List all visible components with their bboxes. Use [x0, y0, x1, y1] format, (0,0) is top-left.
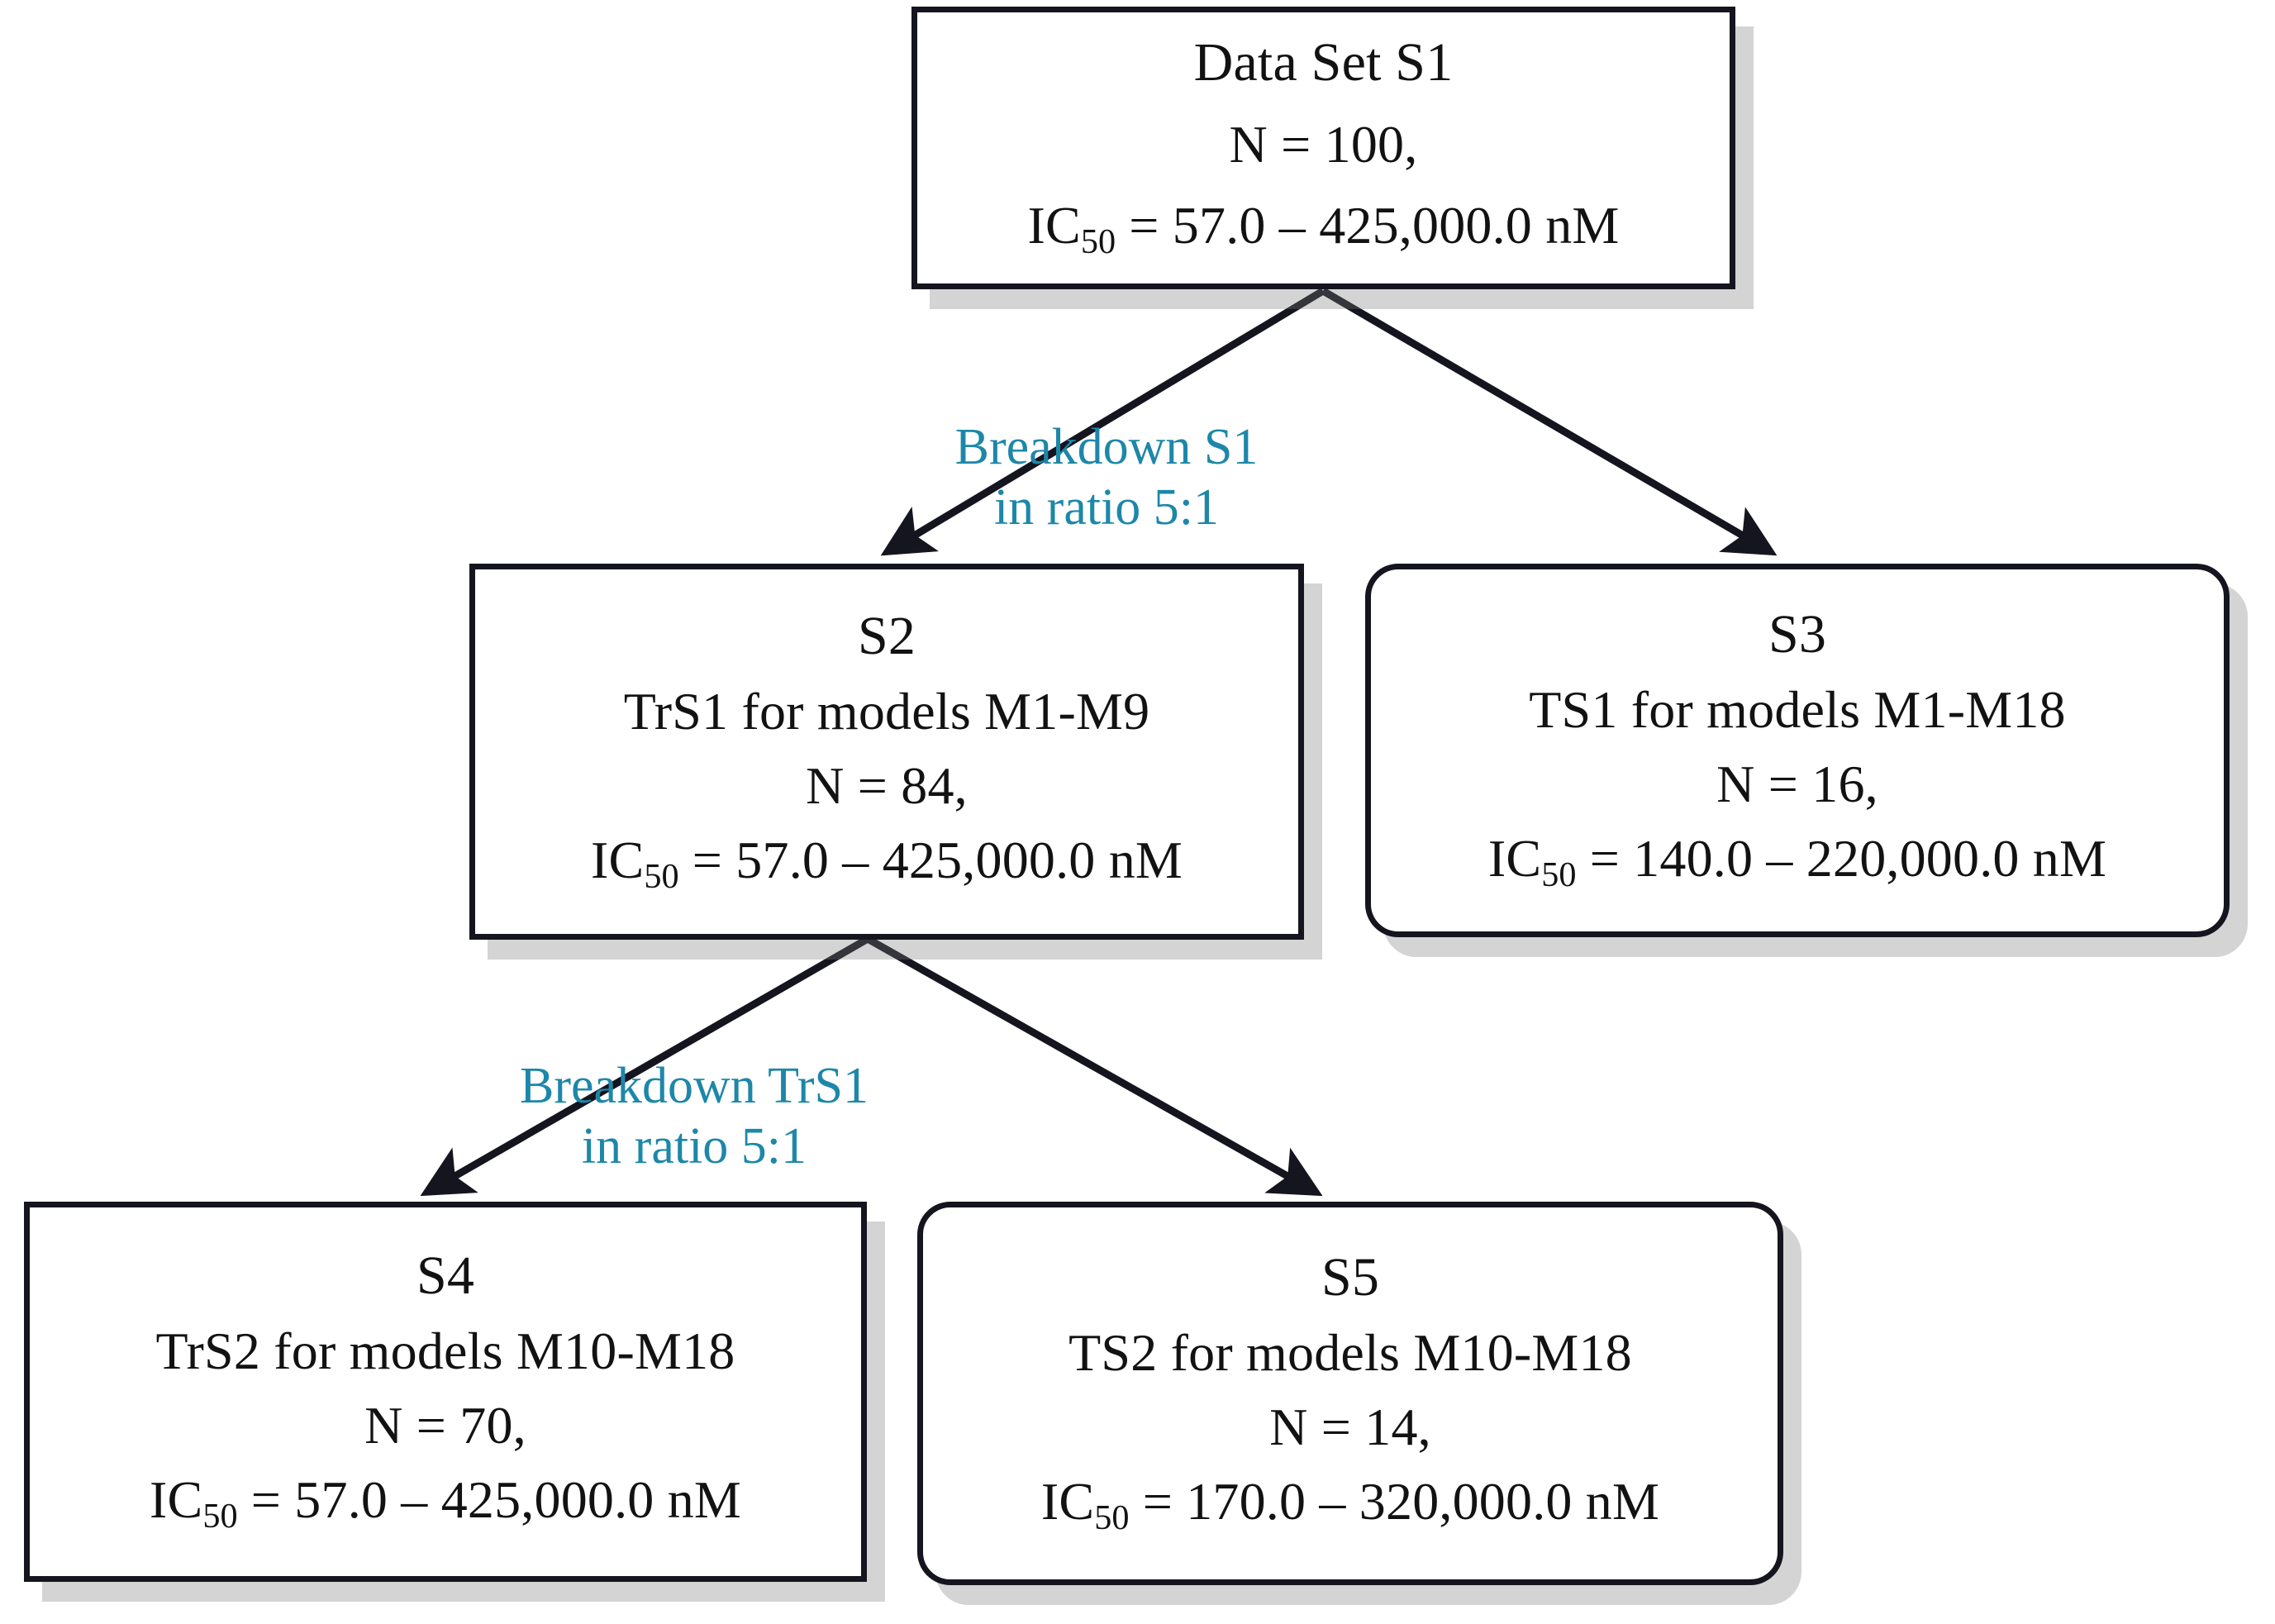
node-s2-role: TrS1 for models M1-M9	[623, 681, 1150, 741]
node-s2-count: N = 84,	[806, 755, 968, 815]
node-s3-ic50: IC50 = 140.0 – 220,000.0 nM	[1488, 832, 2106, 893]
node-s1-ic-value: = 57.0 – 425,000.0 nM	[1116, 196, 1620, 255]
node-s4-ic-subscript: 50	[202, 1497, 238, 1536]
edge-label-split-1-line2: in ratio 5:1	[993, 479, 1220, 536]
node-s5[interactable]: S5 TS2 for models M10-M18 N = 14, IC50 =…	[917, 1202, 1783, 1585]
node-s5-ic-subscript: 50	[1094, 1498, 1130, 1538]
node-s3-ic-label: IC	[1487, 829, 1542, 888]
node-s2-ic-subscript: 50	[644, 856, 679, 896]
node-s2-ic50: IC50 = 57.0 – 425,000.0 nM	[590, 830, 1183, 896]
node-s1-ic-label: IC	[1027, 196, 1081, 255]
node-s1[interactable]: Data Set S1 N = 100, IC50 = 57.0 – 425,0…	[911, 7, 1735, 289]
node-s1-count: N = 100,	[1229, 115, 1418, 174]
node-s3-role: TS1 for models M1-M18	[1529, 680, 2066, 740]
node-s4-ic-label: IC	[149, 1470, 203, 1530]
node-s2[interactable]: S2 TrS1 for models M1-M9 N = 84, IC50 = …	[469, 564, 1304, 940]
node-s1-title: Data Set S1	[1193, 32, 1454, 93]
edge-label-split-2: Breakdown TrS1 in ratio 5:1	[463, 1056, 926, 1177]
edge-s1-to-s3	[1321, 288, 1778, 556]
node-s4-ic-value: = 57.0 – 425,000.0 nM	[237, 1470, 742, 1530]
node-s4[interactable]: S4 TrS2 for models M10-M18 N = 70, IC50 …	[24, 1202, 867, 1582]
node-s2-ic-label: IC	[590, 830, 645, 889]
node-s5-ic50: IC50 = 170.0 – 320,000.0 nM	[1041, 1475, 1659, 1536]
node-s3-ic-subscript: 50	[1541, 855, 1577, 895]
node-s4-title: S4	[416, 1245, 475, 1307]
node-s5-title: S5	[1321, 1247, 1380, 1308]
node-s4-count: N = 70,	[364, 1396, 526, 1455]
node-s3-count: N = 16,	[1716, 755, 1878, 814]
node-s2-ic-value: = 57.0 – 425,000.0 nM	[678, 830, 1183, 889]
edge-label-split-2-line1: Breakdown TrS1	[519, 1058, 869, 1114]
node-s5-ic-label: IC	[1040, 1472, 1095, 1531]
node-s1-ic50: IC50 = 57.0 – 425,000.0 nM	[1027, 199, 1619, 260]
node-s3[interactable]: S3 TS1 for models M1-M18 N = 16, IC50 = …	[1365, 564, 2230, 937]
node-s4-ic50: IC50 = 57.0 – 425,000.0 nM	[150, 1474, 741, 1534]
node-s4-role: TrS2 for models M10-M18	[155, 1322, 735, 1381]
edge-label-split-1: Breakdown S1 in ratio 5:1	[912, 417, 1301, 538]
edge-label-split-2-line2: in ratio 5:1	[581, 1118, 807, 1175]
node-s1-ic-subscript: 50	[1080, 222, 1116, 262]
node-s2-title: S2	[857, 605, 916, 666]
edge-label-split-1-line1: Breakdown S1	[954, 419, 1259, 475]
edge-s2-to-s5	[865, 936, 1323, 1197]
node-s3-title: S3	[1768, 604, 1827, 665]
node-s3-ic-value: = 140.0 – 220,000.0 nM	[1576, 829, 2107, 888]
node-s5-count: N = 14,	[1269, 1398, 1431, 1457]
node-s5-role: TS2 for models M10-M18	[1068, 1323, 1632, 1383]
node-s5-ic-value: = 170.0 – 320,000.0 nM	[1129, 1472, 1660, 1531]
